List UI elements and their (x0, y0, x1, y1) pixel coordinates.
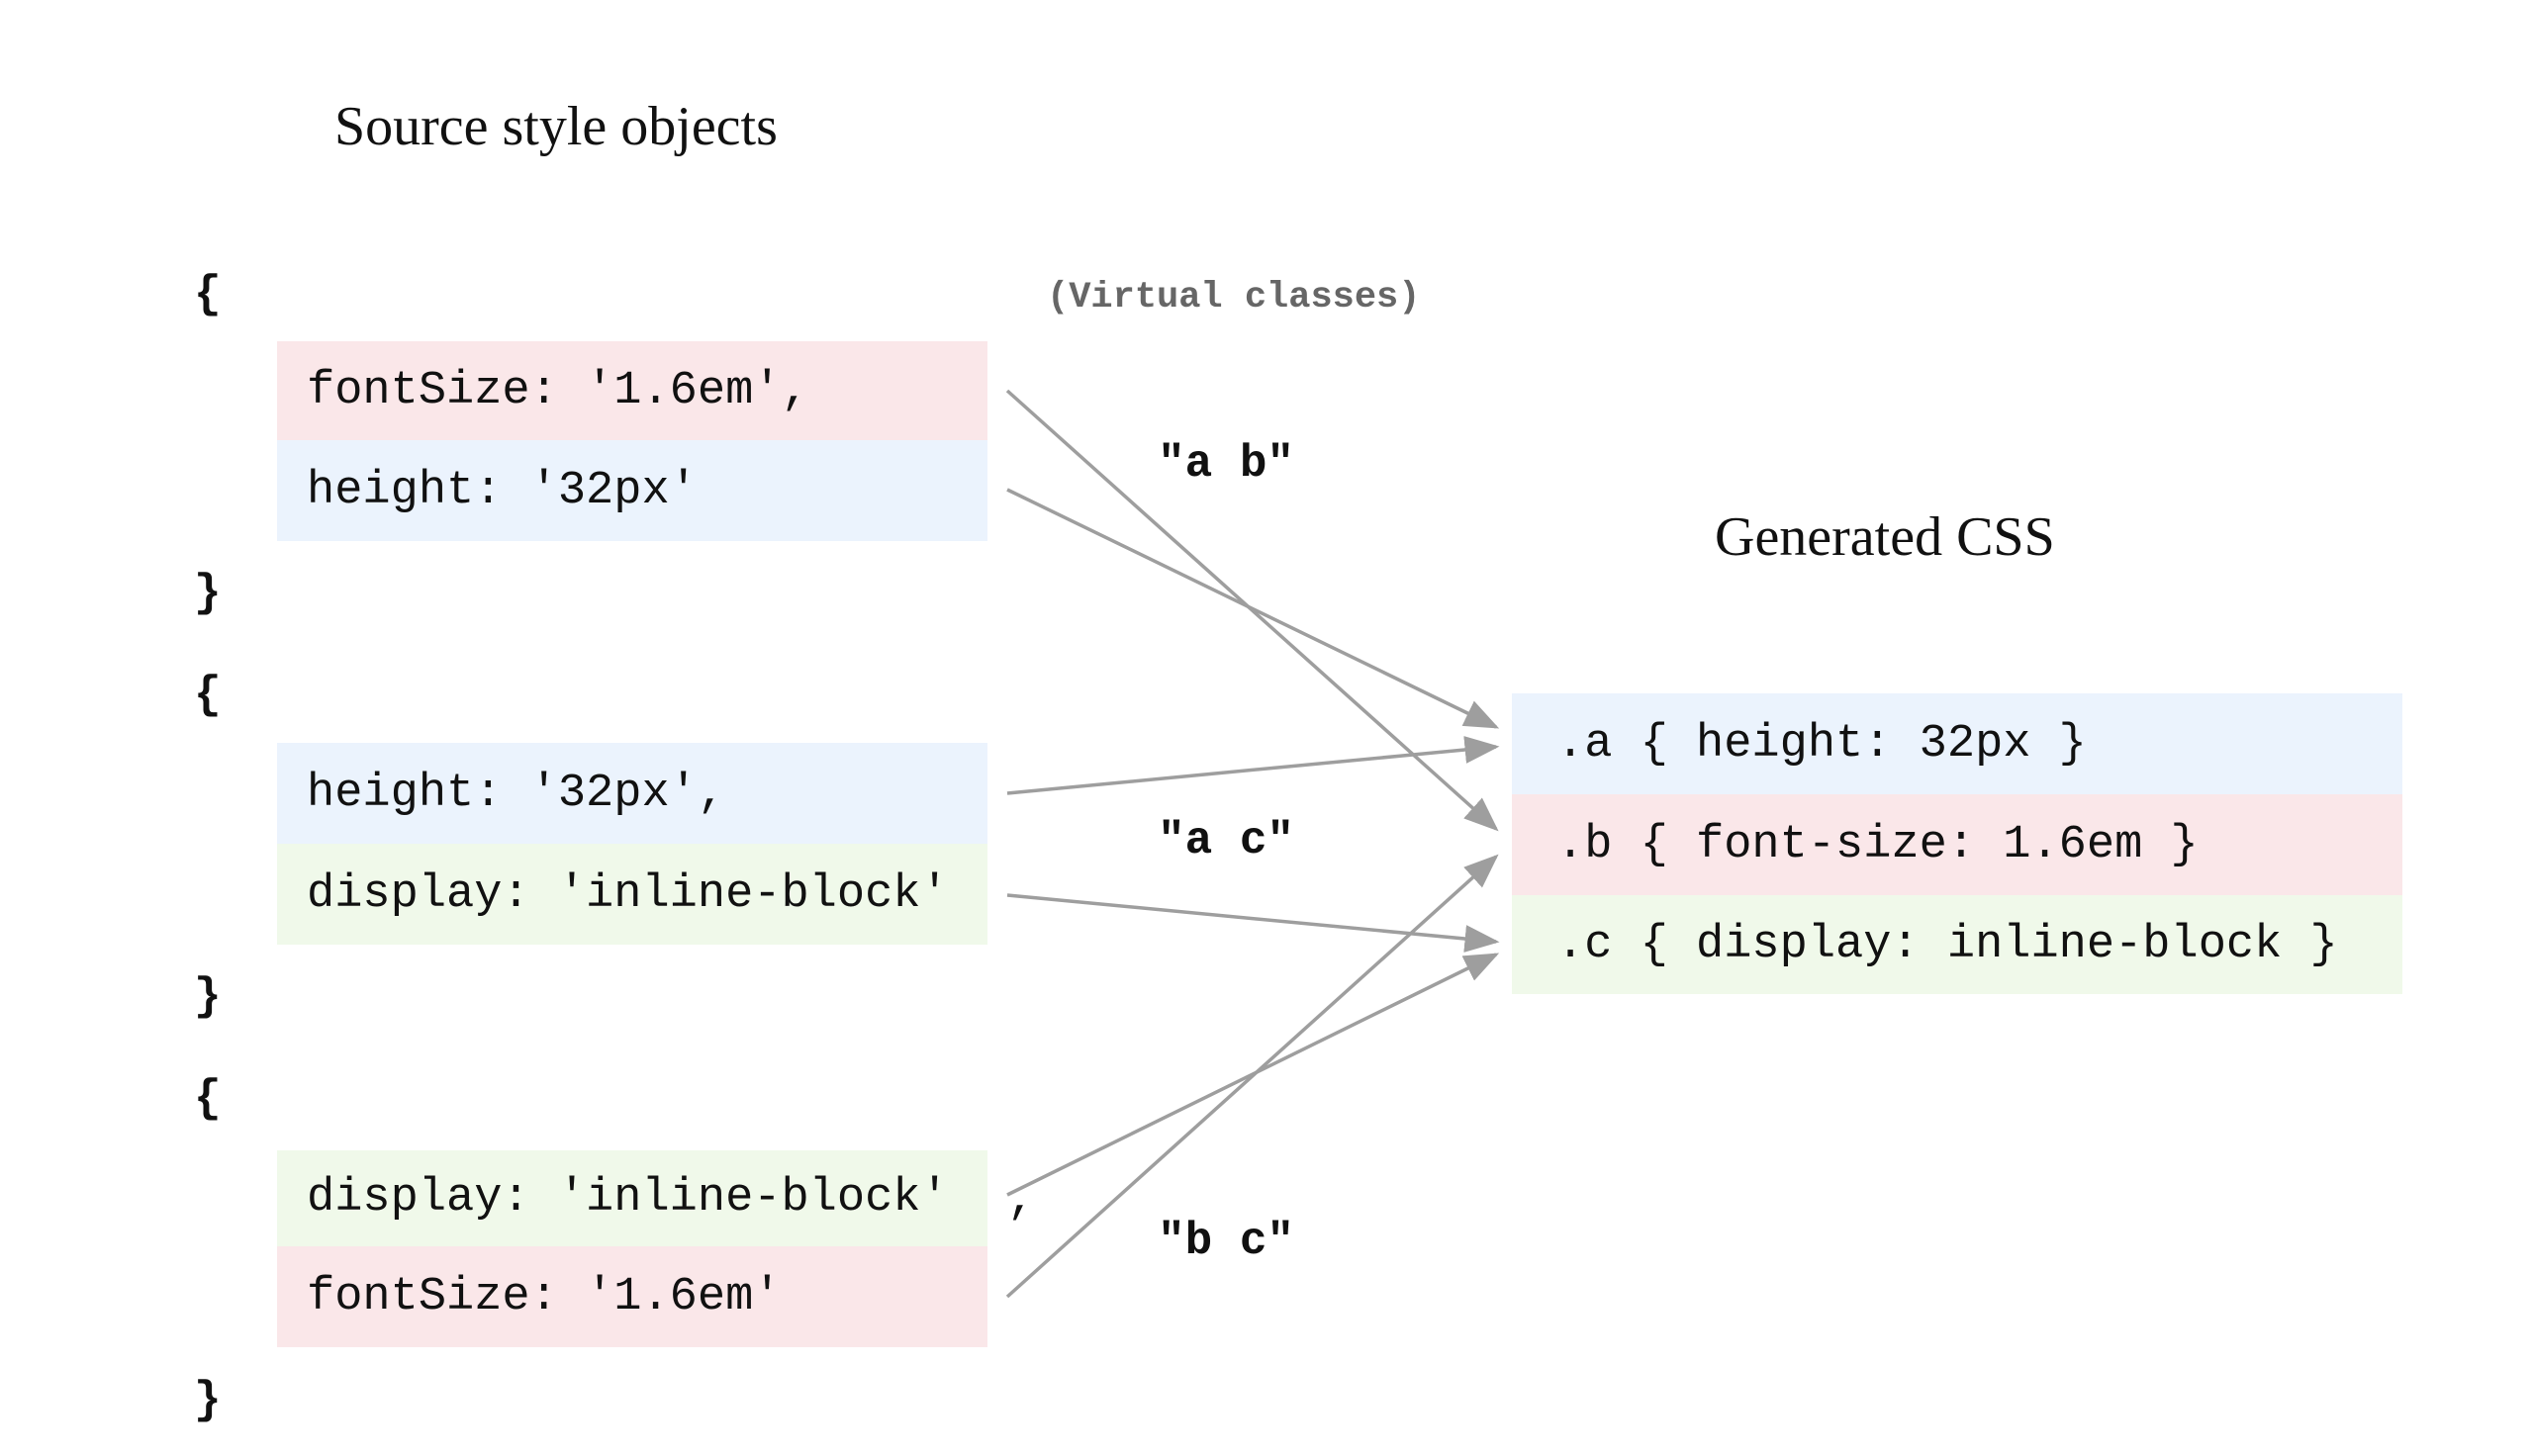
object-3-open-brace: { (194, 1073, 222, 1125)
generated-rule-a: .a { height: 32px } (1512, 693, 2402, 794)
object-1-close-brace: } (194, 568, 222, 619)
arrow-object-2-height-to-a (1006, 736, 1500, 795)
arrow-object-3-font-size-to-b (1005, 854, 1499, 1299)
object-2-close-brace: } (194, 971, 222, 1023)
generated-title: Generated CSS (1715, 506, 2055, 568)
object-3-line-font-size: fontSize: '1.6em' (277, 1246, 987, 1347)
object-1-line-height: height: '32px' (277, 440, 987, 541)
object-3-line-display: display: 'inline-block' (277, 1150, 987, 1246)
object-2-open-brace: { (194, 670, 222, 721)
generated-rule-c: .c { display: inline-block } (1512, 895, 2402, 994)
arrow-object-1-height-to-a (1006, 488, 1500, 729)
generated-rule-b: .b { font-size: 1.6em } (1512, 794, 2402, 895)
virtual-classes-heading: (Virtual classes) (1047, 277, 1421, 318)
source-title: Source style objects (334, 96, 778, 157)
arrow-object-2-display-to-c (1006, 893, 1500, 953)
virtual-class-label-bc: "b c" (1158, 1216, 1295, 1267)
object-2-line-height: height: '32px', (277, 743, 987, 844)
object-1-line-font-size: fontSize: '1.6em', (277, 341, 987, 440)
object-2-line-display: display: 'inline-block' (277, 844, 987, 945)
virtual-class-label-ac: "a c" (1158, 815, 1295, 866)
object-3-close-brace: } (194, 1375, 222, 1426)
virtual-class-label-ab: "a b" (1158, 438, 1295, 490)
object-1-open-brace: { (194, 269, 222, 320)
